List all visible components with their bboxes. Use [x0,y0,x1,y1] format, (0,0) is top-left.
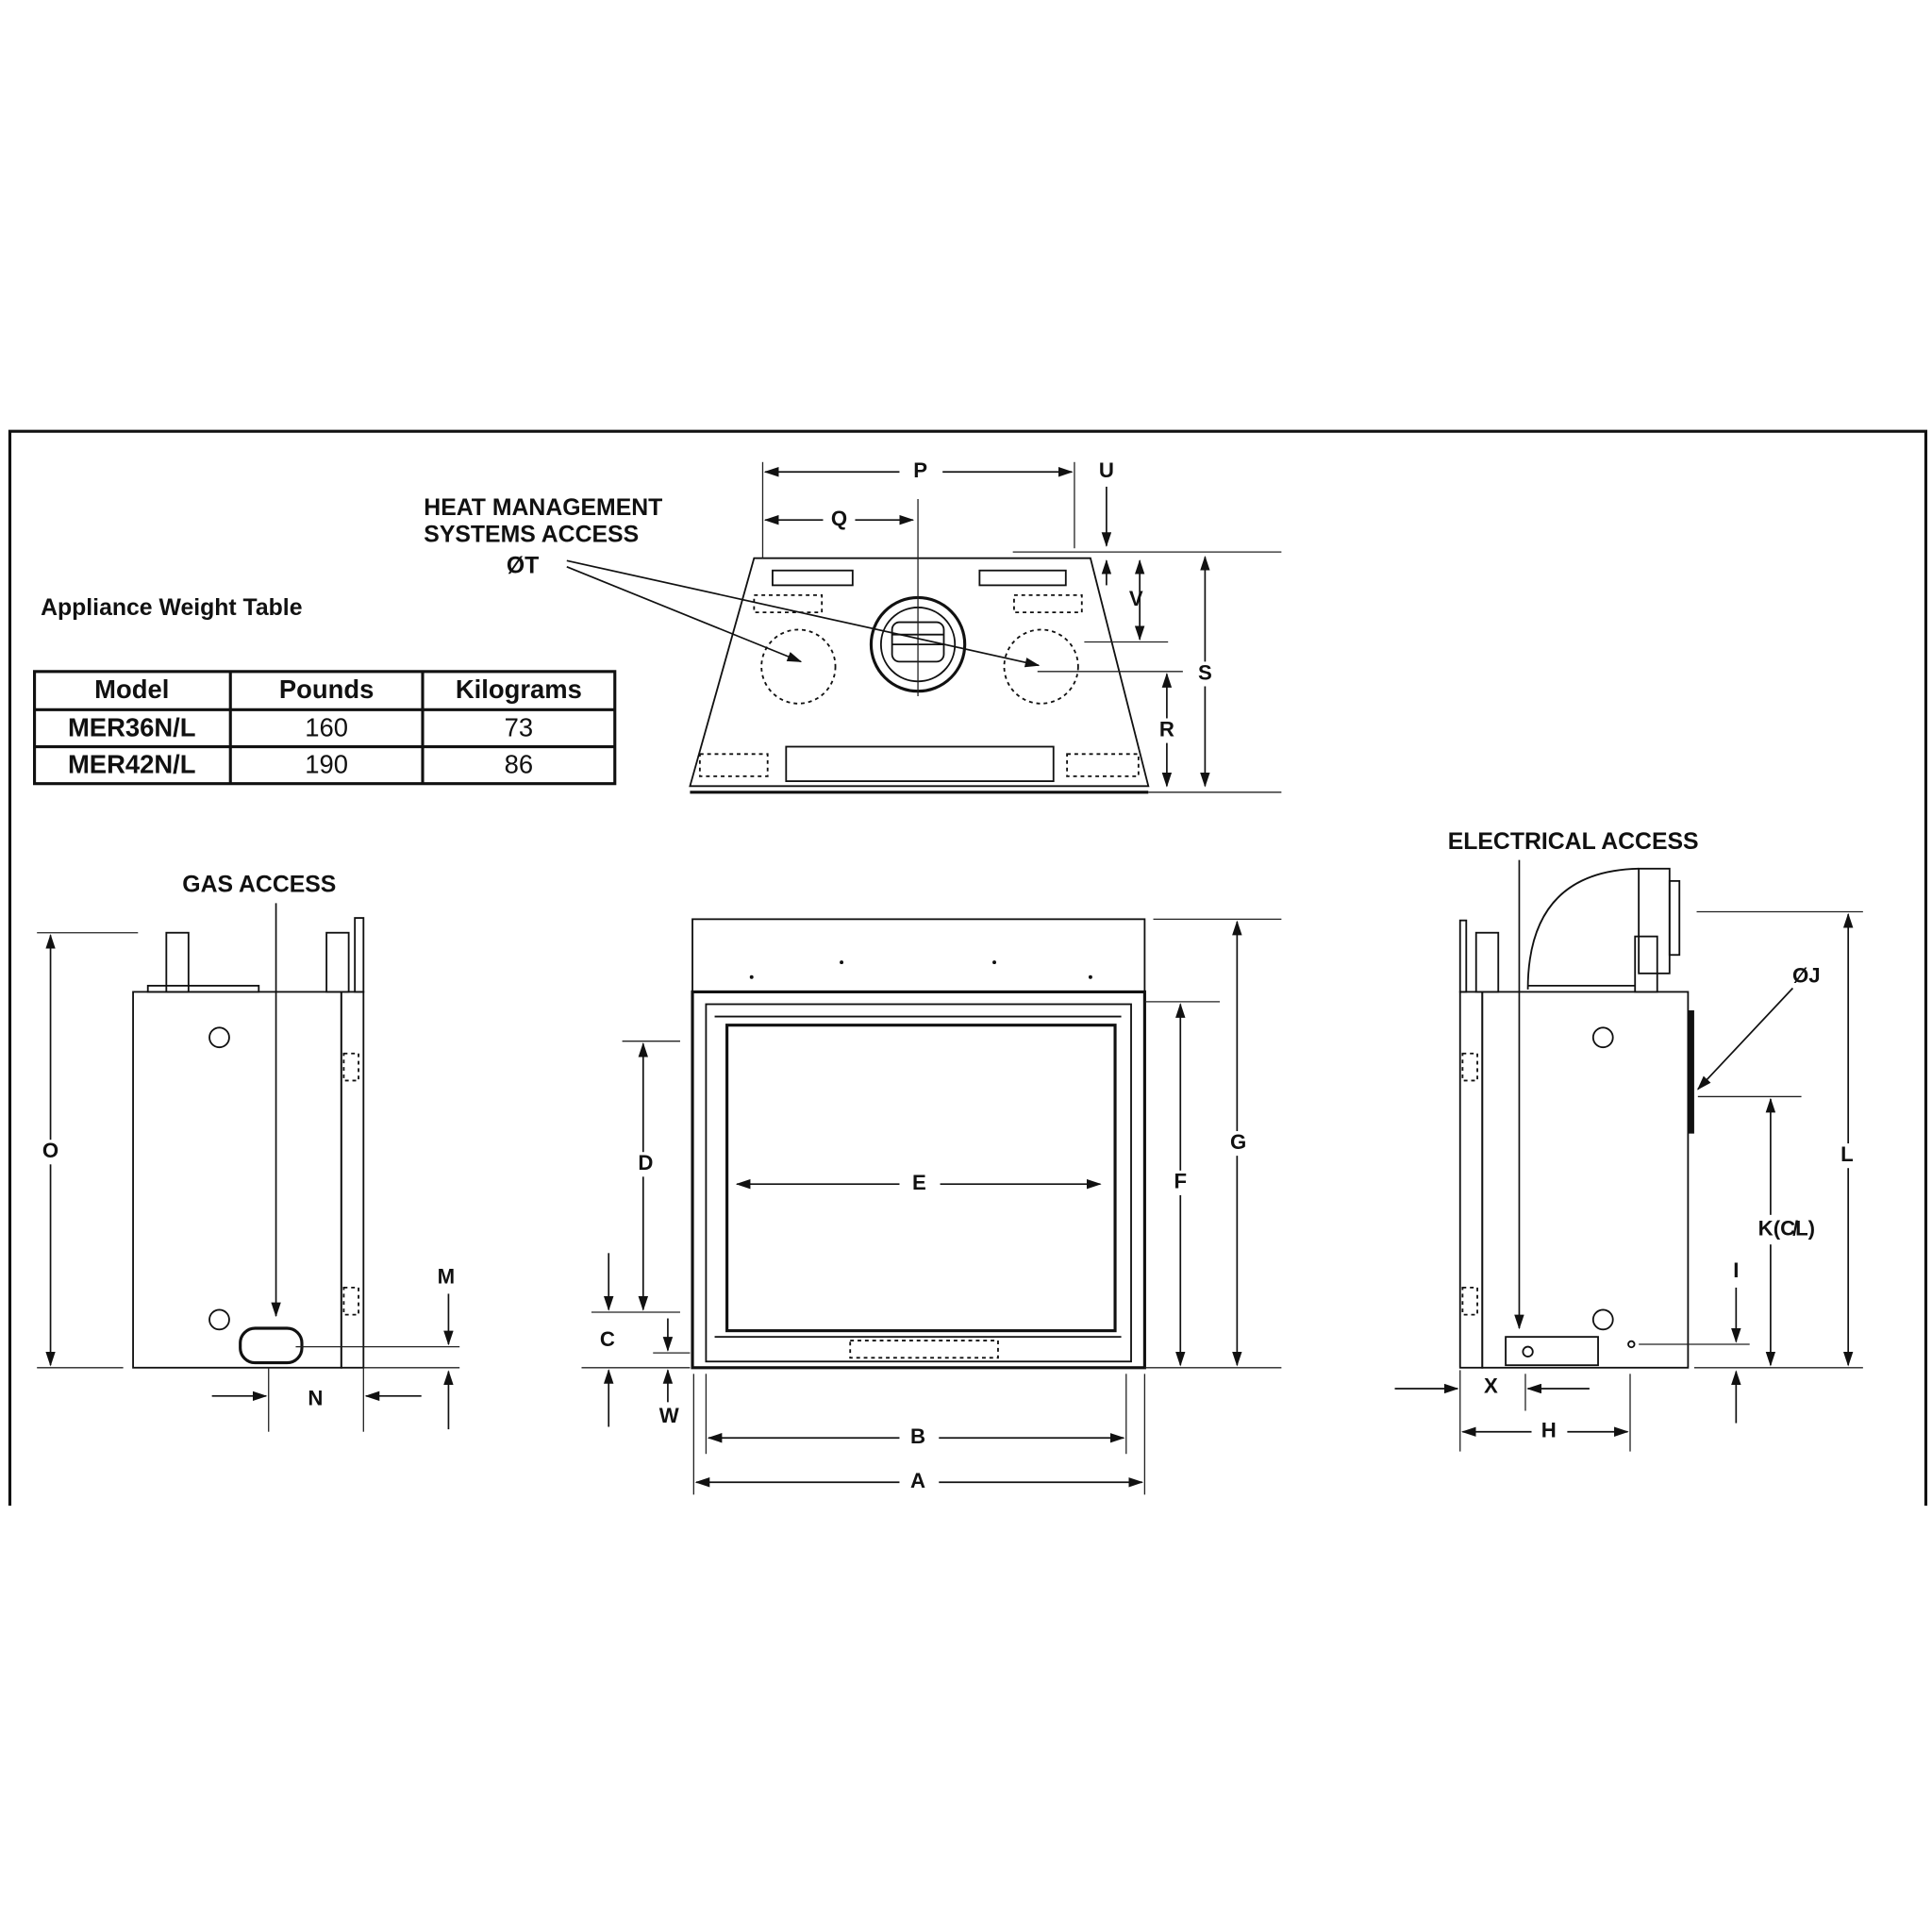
glass-opening [725,1024,1117,1333]
table-header-pounds: Pounds [279,675,375,704]
right-side-view: ELECTRICAL ACCESS ØJ L K(C̸L) I X H [1394,829,1863,1452]
dim-label-v: V [1129,587,1143,610]
dim-label-o: O [42,1139,58,1162]
dim-label-p: P [913,458,927,482]
heat-management-access-left [760,628,837,705]
table-header-model: Model [94,675,169,704]
dim-label-w: W [659,1404,679,1427]
left-side-view: GAS ACCESS O M N [37,873,460,1432]
dim-label-k: K(C̸L) [1758,1216,1815,1240]
table-cell-kilograms: 73 [505,712,533,741]
dim-label-n: N [308,1387,323,1410]
table-header-kilograms: Kilograms [456,675,582,704]
weight-table-title: Appliance Weight Table [41,595,302,621]
dim-label-t: ØT [507,553,539,578]
heat-management-callout-line2: SYSTEMS ACCESS [424,523,639,548]
dim-label-l: L [1840,1142,1854,1166]
gas-valve [239,1326,304,1365]
heat-management-access-right [1003,628,1079,705]
table-cell-model: MER36N/L [68,712,196,741]
heat-management-callout-line1: HEAT MANAGEMENT [424,495,662,521]
dim-label-e: E [912,1171,926,1194]
top-view: P Q U V R S HEAT MANAGEMENT SYSTEMS ACCE… [424,458,1282,794]
dim-label-a: A [910,1469,925,1492]
dim-label-j: ØJ [1792,964,1821,988]
dim-label-s: S [1198,660,1212,684]
table-cell-model: MER42N/L [68,750,196,779]
table-cell-kilograms: 86 [505,750,533,779]
dim-label-r: R [1159,717,1174,741]
electrical-access-callout: ELECTRICAL ACCESS [1448,829,1699,855]
dim-label-x: X [1484,1374,1498,1398]
dim-label-d: D [638,1151,653,1174]
dim-label-g: G [1230,1130,1246,1154]
dim-label-f: F [1174,1170,1187,1193]
dim-label-m: M [438,1264,455,1288]
gas-access-callout: GAS ACCESS [182,873,336,898]
dim-label-h: H [1541,1419,1557,1442]
dim-label-b: B [910,1424,925,1448]
dim-label-i: I [1733,1258,1739,1282]
drawing-frame [8,429,1928,1507]
dim-label-c: C [600,1327,615,1351]
dim-label-u: U [1099,458,1114,482]
front-view: E D C W F G B A [581,918,1282,1495]
appliance-weight-table: Appliance Weight Table Model Pounds Kilo… [33,595,617,786]
table-cell-pounds: 190 [305,750,348,779]
dim-label-q: Q [831,507,847,530]
vent-collar [1638,867,1671,974]
table-cell-pounds: 160 [305,712,348,741]
junction-box [1505,1336,1599,1367]
